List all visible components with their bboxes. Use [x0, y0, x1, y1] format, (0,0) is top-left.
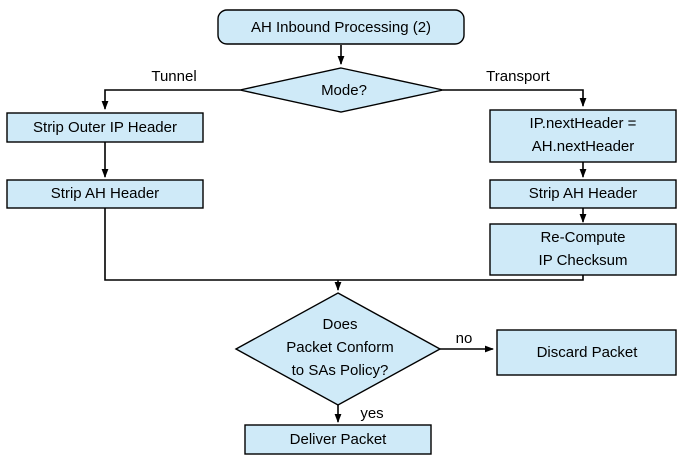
- node-ip-nextheader-label-line2: AH.nextHeader: [532, 138, 635, 155]
- node-discard-packet-label: Discard Packet: [537, 344, 639, 361]
- node-policy-decision[interactable]: [234, 292, 442, 406]
- node-start[interactable]: [217, 9, 465, 45]
- edge-label-transport: Transport: [486, 68, 550, 85]
- node-discard-packet[interactable]: [496, 329, 677, 376]
- node-strip-ah-header-transport-label: Strip AH Header: [529, 185, 637, 202]
- node-strip-outer-ip-header[interactable]: [6, 112, 204, 143]
- node-ip-nextheader-label-line1: IP.nextHeader =: [530, 115, 637, 132]
- node-deliver-packet[interactable]: [244, 424, 432, 455]
- node-mode-decision[interactable]: [239, 67, 444, 113]
- node-deliver-packet-label: Deliver Packet: [290, 431, 388, 448]
- node-strip-outer-ip-header-label: Strip Outer IP Header: [33, 119, 177, 136]
- node-policy-decision-label-line1: Does: [322, 316, 357, 333]
- node-policy-decision-label-line3: to SAs Policy?: [292, 362, 389, 379]
- node-strip-ah-header-tunnel[interactable]: [6, 179, 204, 209]
- edge-tunnel-merge: [104, 207, 338, 281]
- node-strip-ah-header-transport[interactable]: [489, 179, 677, 209]
- node-start-label: AH Inbound Processing (2): [251, 19, 431, 36]
- edge-label-no: no: [456, 330, 473, 347]
- node-recompute-checksum-label-line1: Re-Compute: [540, 229, 625, 246]
- node-policy-decision-label-line2: Packet Conform: [286, 339, 394, 356]
- node-recompute-checksum-label-line2: IP Checksum: [539, 252, 628, 269]
- edge-label-tunnel: Tunnel: [151, 68, 196, 85]
- edge-tunnel-branch: [101, 89, 240, 110]
- edge-transport-branch: [443, 89, 587, 107]
- node-mode-label: Mode?: [321, 82, 367, 99]
- node-recompute-checksum[interactable]: [489, 223, 677, 276]
- node-ip-nextheader[interactable]: [489, 109, 677, 163]
- edge-label-yes: yes: [360, 405, 383, 422]
- edge-transport-merge: [338, 274, 584, 281]
- node-strip-ah-header-tunnel-label: Strip AH Header: [51, 185, 159, 202]
